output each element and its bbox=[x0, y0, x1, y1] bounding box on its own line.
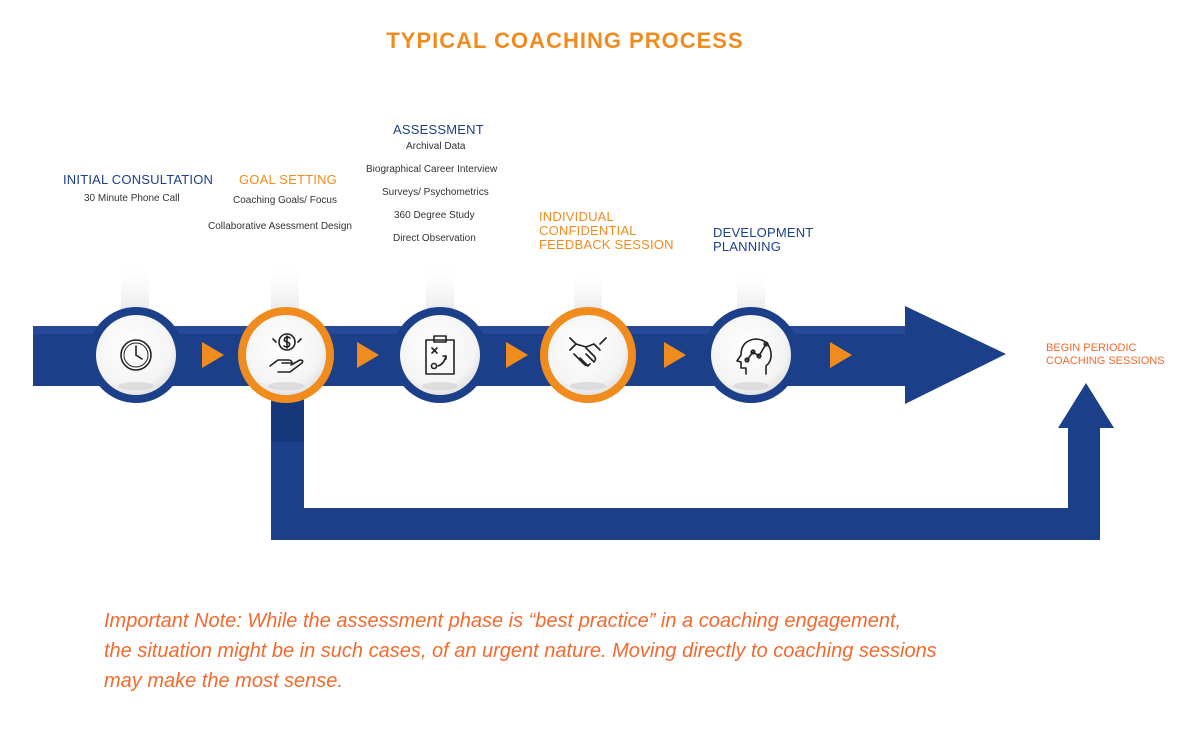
end-step-heading-line-2: COACHING SESSIONS bbox=[1046, 355, 1165, 367]
step-3-detail-3: Surveys/ Psychometrics bbox=[382, 187, 489, 198]
step-3-node bbox=[392, 307, 488, 403]
chevron-1-icon bbox=[202, 342, 224, 368]
note-line-2: the situation might be in such cases, of… bbox=[104, 640, 937, 662]
hand-dollar-icon bbox=[269, 333, 304, 373]
step-4-heading: INDIVIDUAL CONFIDENTIAL FEEDBACK SESSION bbox=[539, 210, 674, 252]
end-step-heading-line-1: BEGIN PERIODIC bbox=[1046, 342, 1137, 354]
step-3-detail-5: Direct Observation bbox=[393, 233, 476, 244]
step-5-heading-line-2: PLANNING bbox=[713, 239, 782, 254]
chevron-2-icon bbox=[357, 342, 379, 368]
head-growth-icon bbox=[736, 338, 772, 375]
clipboard-strategy-icon bbox=[425, 335, 455, 375]
step-3-detail-2: Biographical Career Interview bbox=[366, 164, 498, 175]
chevron-5-icon bbox=[830, 342, 852, 368]
diagram-title: TYPICAL COACHING PROCESS bbox=[386, 28, 744, 53]
step-4-heading-line-2: CONFIDENTIAL bbox=[539, 223, 637, 238]
step-2-node bbox=[238, 307, 334, 403]
step-3-heading: ASSESSMENT bbox=[393, 122, 484, 137]
step-4-heading-line-1: INDIVIDUAL bbox=[539, 209, 614, 224]
note-line-1: Important Note: While the assessment pha… bbox=[104, 610, 902, 632]
step-1-node bbox=[88, 307, 184, 403]
step-5-heading: DEVELOPMENT PLANNING bbox=[713, 226, 813, 254]
step-5-heading-line-1: DEVELOPMENT bbox=[713, 225, 814, 240]
step-4-heading-line-3: FEEDBACK SESSION bbox=[539, 237, 674, 252]
bypass-loop-arrow bbox=[271, 382, 1114, 540]
step-5-node bbox=[703, 307, 799, 403]
step-1-detail: 30 Minute Phone Call bbox=[84, 193, 180, 204]
note-line-3: may make the most sense. bbox=[104, 670, 343, 692]
step-3-detail-1: Archival Data bbox=[406, 141, 466, 152]
important-note: Important Note: While the assessment pha… bbox=[104, 606, 1104, 696]
step-3-detail-4: 360 Degree Study bbox=[394, 210, 475, 221]
step-1-heading: INITIAL CONSULTATION bbox=[63, 172, 214, 187]
chevron-3-icon bbox=[506, 342, 528, 368]
clock-icon bbox=[120, 339, 152, 371]
step-4-node bbox=[540, 307, 636, 403]
chevron-4-icon bbox=[664, 342, 686, 368]
main-arrow-head bbox=[905, 306, 1006, 404]
step-2-heading: GOAL SETTING bbox=[239, 172, 337, 187]
step-2-detail-1: Coaching Goals/ Focus bbox=[233, 195, 337, 206]
handshake-icon bbox=[569, 337, 607, 367]
step-2-detail-2: Collaborative Asessment Design bbox=[208, 221, 352, 232]
end-step-heading: BEGIN PERIODIC COACHING SESSIONS bbox=[1046, 342, 1165, 368]
